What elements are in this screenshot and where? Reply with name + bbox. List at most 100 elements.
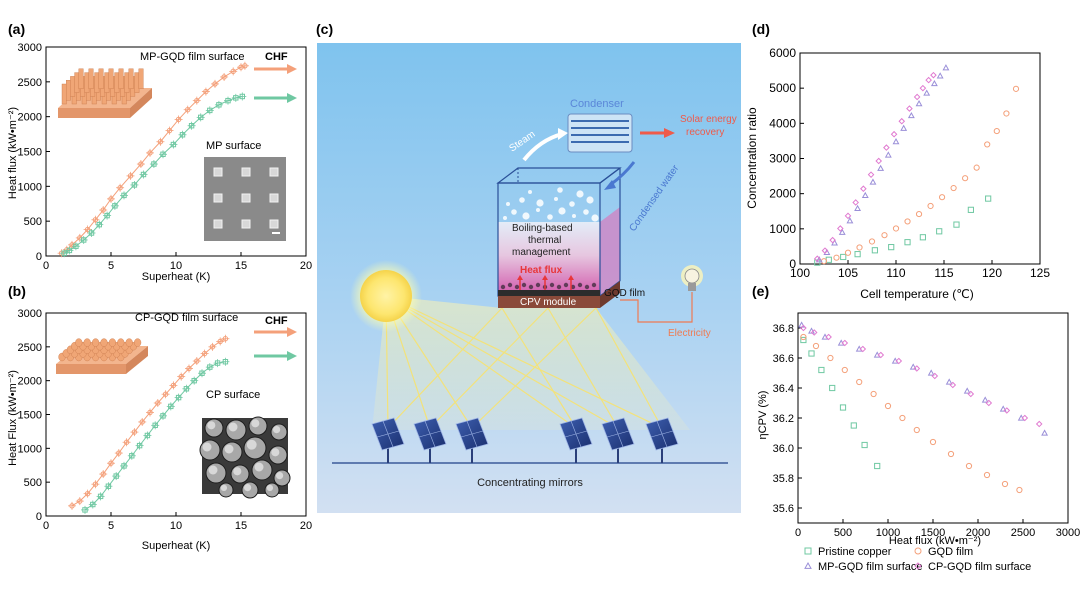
legend-label: MP-GQD film surface (818, 561, 923, 573)
data-point (854, 204, 862, 212)
reflected-beam (547, 307, 619, 429)
electricity-wire (620, 292, 693, 323)
y-tick-label: 1500 (18, 410, 42, 422)
x-tick-label: 0 (43, 260, 49, 272)
data-point (147, 150, 153, 156)
y-tick-label: 4000 (769, 116, 796, 130)
sem-sphere-highlight (251, 419, 260, 428)
series-pristine-copper (800, 336, 881, 470)
legend-marker (804, 547, 812, 555)
data-point (144, 432, 151, 439)
panel-b-top-series-label: CP-GQD film surface (135, 312, 238, 324)
data-point (188, 123, 195, 129)
electricity-label: Electricity (668, 328, 711, 339)
sem-sphere-highlight (233, 467, 242, 476)
data-point (1035, 420, 1043, 428)
micropillar-illustration (58, 68, 152, 118)
data-point (73, 243, 79, 249)
data-point (967, 206, 974, 213)
x-tick-label: 10 (170, 520, 182, 532)
heat-flux-arrows (517, 275, 574, 290)
panel-a-chf-arrow-top (254, 64, 297, 74)
data-point (183, 386, 190, 392)
sem-pillar (269, 167, 279, 177)
data-point (930, 71, 937, 79)
conical-pillar-illustration (56, 338, 148, 374)
data-point (203, 88, 209, 95)
nucleation-bubble (570, 284, 576, 290)
micropillar (114, 72, 120, 93)
data-point (194, 97, 200, 104)
sem-sphere-highlight (246, 439, 257, 450)
data-point (230, 68, 236, 75)
data-point (1021, 414, 1029, 422)
data-point (938, 194, 946, 201)
data-point (947, 450, 955, 458)
legend-item: CP-GQD film surface (914, 561, 1031, 573)
data-point (888, 244, 895, 251)
data-point (854, 251, 861, 258)
legend-item: MP-GQD film surface (804, 561, 923, 573)
y-tick-label: 36.8 (773, 323, 794, 335)
data-point (155, 400, 161, 406)
data-point (844, 249, 852, 256)
x-tick-label: 500 (834, 527, 852, 539)
data-point (170, 382, 177, 389)
data-point (127, 173, 134, 179)
solar-recovery-label-1: Solar energy (680, 114, 737, 125)
series-cp-surface (81, 357, 230, 514)
data-point (151, 161, 157, 167)
incident-beam (385, 295, 577, 429)
y-tick-label: 0 (36, 251, 42, 263)
data-point (907, 111, 915, 119)
x-tick-label: 2500 (1011, 527, 1035, 539)
data-point (199, 370, 205, 376)
micropillar (118, 68, 124, 90)
micropillar (108, 68, 114, 90)
series-gqd-film (800, 333, 1023, 494)
condenser-label: Condenser (570, 98, 624, 110)
data-point (175, 116, 182, 123)
data-point (84, 226, 91, 233)
bubble (591, 214, 599, 222)
y-tick-label: 36.2 (773, 413, 794, 425)
bubble (586, 196, 594, 204)
data-point (867, 171, 875, 178)
data-point (90, 501, 96, 508)
y-tick-label: 2000 (18, 376, 42, 388)
data-point (117, 185, 123, 191)
data-point (950, 184, 957, 192)
y-tick-label: 500 (24, 477, 42, 489)
reflected-beam (471, 307, 597, 429)
data-point (207, 107, 213, 114)
data-point (812, 342, 820, 350)
micropillar (88, 68, 94, 90)
data-point (919, 234, 926, 241)
data-point (869, 178, 877, 185)
boiling-bubbles (500, 187, 599, 290)
data-point (186, 365, 192, 372)
data-point (815, 256, 823, 263)
x-tick-label: 100 (790, 266, 810, 280)
data-point (97, 493, 104, 500)
bubble (503, 216, 507, 220)
data-point (131, 429, 138, 435)
data-point (92, 481, 99, 487)
data-point (96, 221, 102, 228)
y-tick-label: 1000 (18, 443, 42, 455)
data-point (222, 336, 229, 342)
data-point (881, 232, 888, 239)
series-cp-gqd-film-surface (813, 71, 937, 263)
data-point (170, 141, 177, 148)
incident-beam (385, 295, 663, 429)
x-tick-label: 20 (300, 260, 312, 272)
data-point (808, 350, 815, 357)
data-point (160, 151, 166, 157)
data-point (929, 438, 937, 446)
data-point (77, 498, 83, 504)
sem-sphere-highlight (208, 465, 218, 475)
data-point (962, 175, 969, 182)
